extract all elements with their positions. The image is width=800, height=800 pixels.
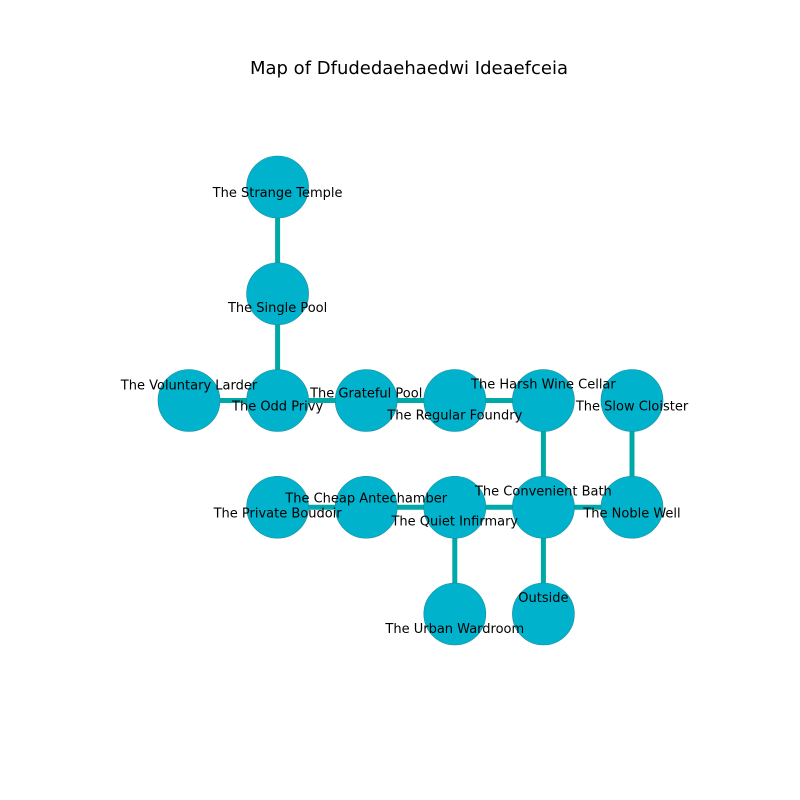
room-label-convenient-bath: The Convenient Bath	[474, 484, 612, 499]
room-node-strange-temple[interactable]	[246, 155, 309, 219]
room-node-regular-foundry[interactable]	[423, 369, 487, 432]
room-layer	[157, 155, 664, 646]
room-node-single-pool[interactable]	[246, 262, 309, 326]
room-label-urban-wardroom: The Urban Wardroom	[384, 622, 524, 637]
room-node-private-boudoir[interactable]	[246, 475, 309, 539]
room-label-private-boudoir: The Private Boudoir	[213, 506, 343, 521]
room-node-noble-well[interactable]	[600, 475, 664, 539]
room-label-harsh-wine-cellar: The Harsh Wine Cellar	[470, 378, 616, 393]
room-node-slow-cloister[interactable]	[600, 369, 664, 432]
room-label-noble-well: The Noble Well	[582, 506, 680, 521]
room-label-quiet-infirmary: The Quiet Infirmary	[390, 514, 518, 529]
room-label-regular-foundry: The Regular Foundry	[386, 409, 522, 424]
room-label-odd-privy: The Odd Privy	[231, 400, 323, 415]
room-node-convenient-bath[interactable]	[512, 475, 575, 539]
room-node-urban-wardroom[interactable]	[423, 582, 487, 646]
room-label-strange-temple: The Strange Temple	[212, 186, 343, 201]
room-label-outside: Outside	[518, 591, 568, 606]
room-label-slow-cloister: The Slow Cloister	[575, 400, 689, 415]
room-node-voluntary-larder[interactable]	[157, 369, 221, 432]
room-label-cheap-antechamber: The Cheap Antechamber	[284, 491, 447, 506]
room-node-grateful-pool[interactable]	[334, 369, 398, 432]
room-node-cheap-antechamber[interactable]	[334, 475, 398, 539]
room-label-single-pool: The Single Pool	[227, 301, 327, 316]
room-label-grateful-pool: The Grateful Pool	[309, 387, 422, 402]
map-title: Map of Dfudedaehaedwi Ideaefceia	[250, 58, 568, 79]
room-label-voluntary-larder: The Voluntary Larder	[120, 379, 258, 394]
room-node-quiet-infirmary[interactable]	[423, 475, 487, 539]
room-node-odd-privy[interactable]	[246, 369, 309, 432]
room-node-outside[interactable]	[512, 582, 575, 646]
room-node-harsh-wine-cellar[interactable]	[512, 369, 575, 432]
